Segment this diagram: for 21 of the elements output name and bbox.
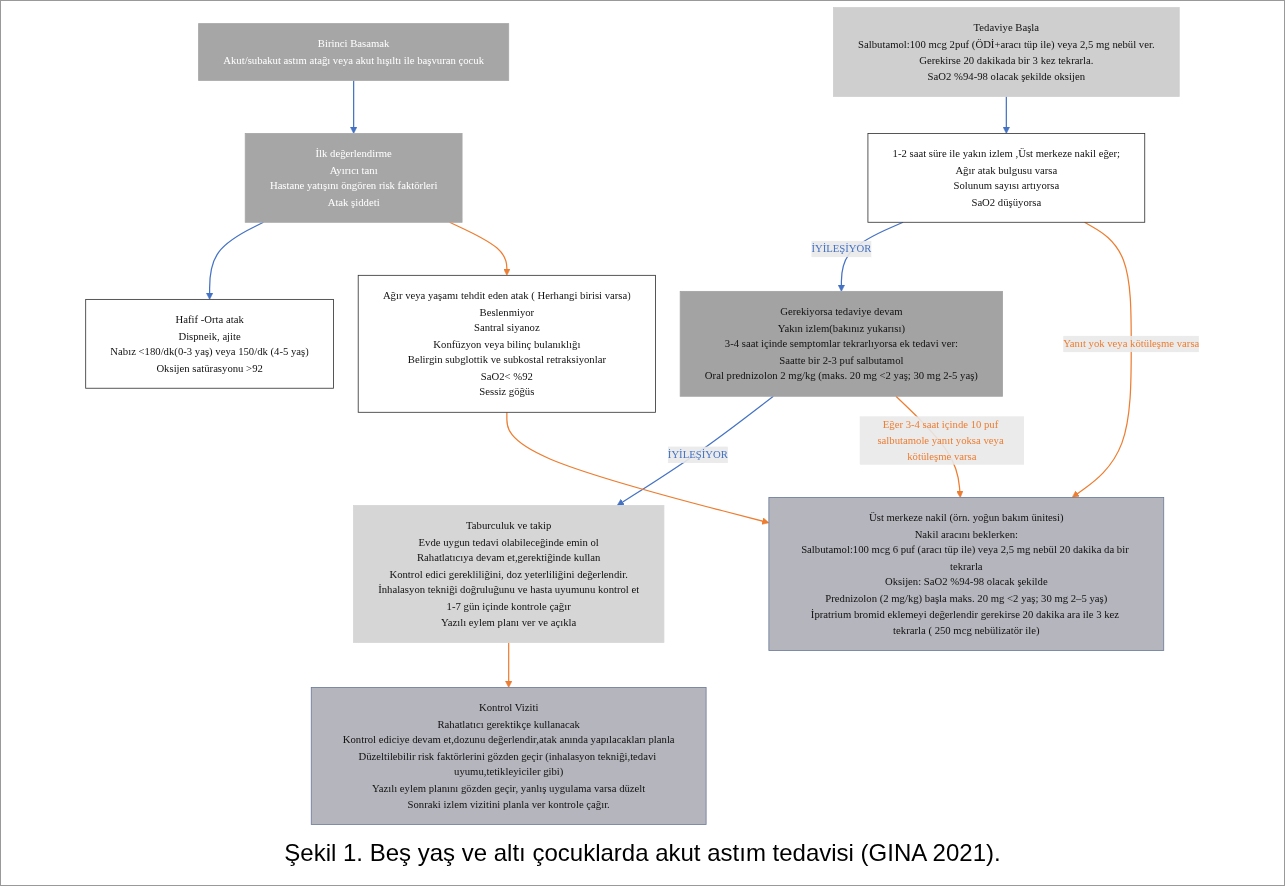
node-box: İlk değerlendirme Ayırıcı tanı Hastane yatışını öngören risk faktörleri Atak şiddeti [244, 133, 463, 223]
arrow [616, 395, 774, 506]
node-box: Ağır veya yaşamı tehdit eden atak ( Herhangi birisi varsa) Beslenmiyor Santral siyanoz Konfüzyon veya bilinç bulanıklığı Belirgin subglottik ve subkostal retraksiyonlar SaO2< %92 Sessiz göğüs [357, 274, 656, 413]
node-box: Tedaviye Başla Salbutamol:100 mcg 2puf (ÖDİ+aracı tüp ile) veya 2,5 mg nebül ver. Gerekirse 20 dakikada bir 3 kez tekrarla. SaO2 %94-98 olacak şekilde oksijen [833, 7, 1180, 97]
arrow [506, 411, 770, 525]
edge-label: Yanıt yok veya kötüleşme varsa [1063, 337, 1200, 350]
arrow [505, 641, 513, 688]
arrow [350, 79, 358, 134]
edge-label: İYİLEŞİYOR [811, 242, 872, 255]
arrow [1071, 221, 1132, 498]
edge-label: İYİLEŞİYOR [667, 448, 728, 461]
edge-label: Eğer 3-4 saat içinde 10 puf salbutamole yanıt yoksa veya kötüleşme varsa [877, 417, 1004, 463]
node-box: Üst merkeze nakil (örn. yoğun bakım ünitesi) Nakil aracını beklerken: Salbutamol:100 mcg 6 puf (aracı tüp ile) veya 2,5 mg nebül 20 dakika da bir tekrarla Oksijen: SaO2 %94-98 olacak şekilde Prednizolon (2 mg/kg) başla maks. 20 mg <2 yaş; 30 mg 2–5 yaş) İpratrium bromid eklemeyi değerlendir gerekirse 20 dakika ara ile 3 kez tekrarla ( 250 mcg nebülizatör ile) [768, 497, 1165, 651]
node-box: Hafif -Orta atak Dispneik, ajite Nabız <180/dk(0-3 yaş) veya 150/dk (4-5 yaş) Oksijen satürasyonu >92 [85, 299, 334, 389]
node-box: Gerekiyorsa tedaviye devam Yakın izlem(bakınız yukarısı) 3-4 saat içinde semptomlar tekrarlıyorsa ek tedavi ver: Saatte bir 2-3 puf salbutamol Oral prednizolon 2 mg/kg (maks. 20 mg <2 yaş; 30 mg 2-5 yaş) [679, 290, 1003, 397]
node-box: Kontrol Viziti Rahatlatıcı gerektikçe kullanacak Kontrol ediciye devam et,dozunu değerlendir,atak anında yapılacakları planla Düzeltilebilir risk faktörlerini gözden geçir (inhalasyon tekniği,tedavi uyumu,tetikleyiciler gibi) Yazılı eylem planını gözden geçir, yanlış uygulama varsa düzelt Sonraki izlem vizitini planla ver kontrole çağır. [310, 687, 707, 825]
arrow [1002, 95, 1010, 134]
node-box: 1-2 saat süre ile yakın izlem ,Üst merkeze nakil eğer; Ağır atak bulgusu varsa Solunum sayısı artıyorsa SaO2 düşüyorsa [867, 133, 1146, 223]
node-box: Birinci Basamak Akut/subakut astım atağı veya akut hışıltı ile başvuran çocuk [198, 23, 510, 81]
caption: Şekil 1. Beş yaş ve altı çocuklarda akut astım tedavisi (GINA 2021). [284, 839, 1001, 867]
node-box: Taburculuk ve takip Evde uygun tedavi olabileceğinde emin ol Rahatlatıcıya devam et,gerektiğinde kullan Kontrol edici gerekliliğini, doz yeterliliğini değerlendir. İnhalasyon tekniği doğruluğunu ve hasta uyumunu kontrol et 1-7 gün içinde kontrole çağır Yazılı eylem planı ver ve açıkla [353, 505, 665, 643]
